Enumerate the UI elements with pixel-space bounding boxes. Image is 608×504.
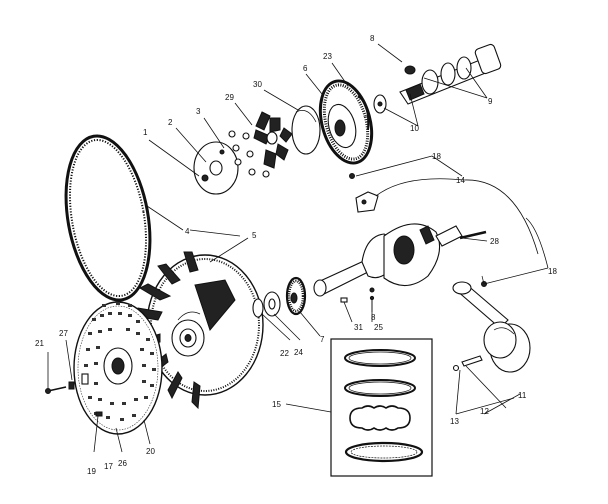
callout-31: 31 [354, 323, 363, 332]
callout-22: 22 [280, 349, 289, 358]
piston-rings-box [330, 338, 433, 477]
grass-screen [73, 301, 163, 435]
governor-balls [228, 130, 270, 178]
callout-14: 14 [456, 176, 465, 185]
crank-gear [285, 276, 307, 316]
callout-4: 4 [185, 227, 190, 236]
callout-11: 11 [518, 391, 527, 400]
callout-27: 27 [59, 329, 68, 338]
callout-25: 25 [374, 323, 383, 332]
callout-26: 26 [118, 459, 127, 468]
crankshaft [313, 223, 463, 297]
callout-3: 3 [196, 107, 201, 116]
piston-pin [461, 355, 483, 367]
piston-ring-top [344, 349, 416, 367]
callout-20: 20 [146, 447, 155, 456]
ring-gear [64, 134, 152, 302]
breather-washer [291, 105, 321, 155]
pin-clip [452, 364, 460, 372]
callout-12: 12 [480, 407, 489, 416]
callout-10: 10 [410, 124, 419, 133]
piston-ring-second [344, 379, 416, 397]
washer-22 [252, 298, 264, 318]
camshaft [399, 43, 502, 105]
camshaft-gear [318, 79, 374, 165]
callout-2: 2 [168, 118, 173, 127]
callout-15: 15 [272, 400, 281, 409]
callout-7: 7 [320, 335, 325, 344]
screen-hardware [45, 373, 103, 417]
piston-ring-oil [344, 441, 424, 463]
callout-1: 1 [143, 128, 148, 137]
callout-17: 17 [104, 462, 113, 471]
thrust-washer-24 [263, 291, 281, 317]
governor-plate [193, 141, 239, 195]
callout-30: 30 [253, 80, 262, 89]
bracket-14 [355, 191, 379, 213]
crank-key-28 [459, 230, 487, 240]
callout-29: 29 [225, 93, 234, 102]
governor-weights [253, 111, 293, 169]
callout-5: 5 [252, 231, 257, 240]
callout-21: 21 [35, 339, 44, 348]
piston [483, 321, 531, 373]
small-pins [340, 287, 375, 303]
callout-9: 9 [488, 97, 493, 106]
callout-6: 6 [303, 64, 308, 73]
callout-8-bottom: 8 [371, 313, 376, 322]
callout-19: 19 [87, 467, 96, 476]
connecting-rod [452, 275, 509, 329]
callout-23: 23 [323, 52, 332, 61]
callout-24: 24 [294, 348, 303, 357]
callout-18-top: 18 [432, 152, 441, 161]
camshaft-lobe-washer [373, 94, 387, 114]
leader-lines [47, 43, 549, 453]
piston-ring-expander [349, 405, 411, 431]
callout-28: 28 [490, 237, 499, 246]
callout-labels: 1 2 3 4 5 6 7 8 8 9 10 11 12 13 14 15 17… [35, 34, 557, 476]
callout-8-top: 8 [370, 34, 375, 43]
callout-18-right: 18 [548, 267, 557, 276]
callout-13: 13 [450, 417, 459, 426]
fastener-18 [349, 173, 355, 179]
